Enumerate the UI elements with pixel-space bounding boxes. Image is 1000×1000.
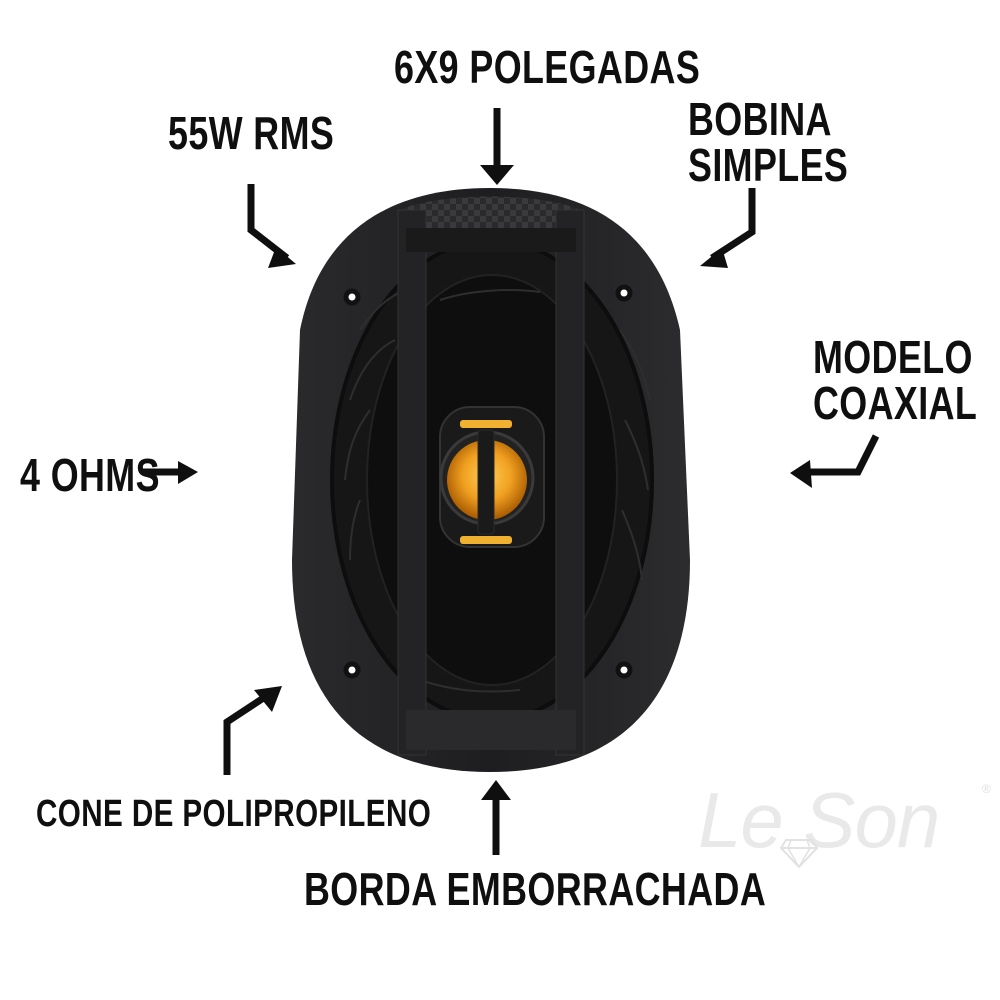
registered-mark: ® <box>982 782 991 796</box>
callout-surround: BORDA EMBORRACHADA <box>304 863 767 915</box>
callout-model-line1: MODELO <box>813 331 973 383</box>
callout-coil-line1: BOBINA <box>688 93 832 145</box>
callout-coil-line2: SIMPLES <box>688 139 849 191</box>
callout-model-line2: COAXIAL <box>813 377 978 429</box>
brand-logo: Le Son <box>698 776 940 864</box>
arrow-down-right-icon <box>247 184 290 261</box>
callout-size: 6X9 POLEGADAS <box>394 41 701 93</box>
callout-cone: CONE DE POLIPROPILENO <box>36 793 432 835</box>
callout-power: 55W RMS <box>168 107 335 159</box>
arrow-up-right-icon <box>223 692 270 775</box>
arrow-left-icon <box>802 434 880 476</box>
arrow-down-left-icon <box>710 188 756 261</box>
diamond-icon <box>780 839 818 868</box>
callout-impedance: 4 OHMS <box>20 449 160 501</box>
